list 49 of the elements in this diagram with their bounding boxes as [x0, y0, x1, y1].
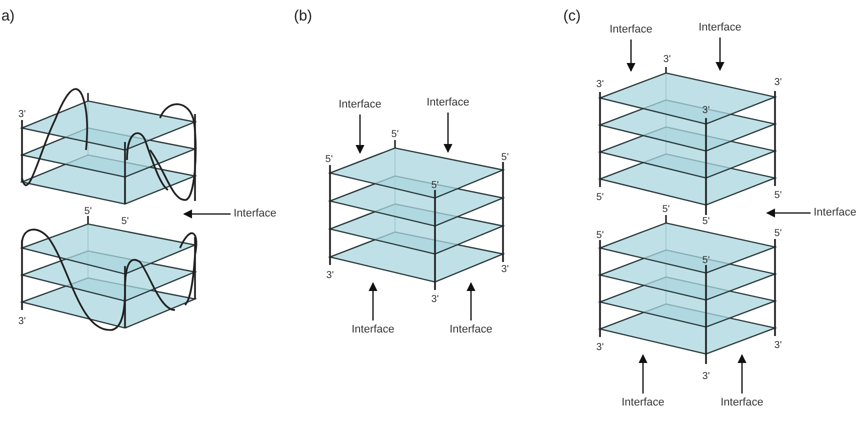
arrow: [716, 38, 724, 71]
strand-end-label: 5': [596, 231, 604, 241]
interface-label: Interface: [698, 22, 742, 34]
strand-end-label: 3': [596, 343, 604, 353]
strand-end-label: 3': [596, 80, 604, 90]
arrow: [368, 282, 378, 320]
arrow: [183, 210, 231, 218]
arrow: [356, 114, 364, 154]
interface-label: Interface: [338, 98, 382, 112]
interface-label: Interface: [450, 324, 492, 336]
strand-end-label: 3': [774, 341, 782, 351]
strand-end-label: 3': [702, 106, 710, 116]
arrow: [738, 354, 746, 394]
strand-end-label: 5': [702, 256, 710, 266]
strand-end-label: 5': [431, 181, 439, 191]
strand-end-label: 5': [662, 205, 670, 215]
strand-end-label: 5': [84, 207, 92, 217]
strand-end-label: 3': [501, 265, 509, 275]
strand-end-label: 5': [774, 191, 782, 201]
interface-label: Interface: [814, 206, 856, 220]
strand-end-label: 3': [663, 55, 671, 65]
strand-end-label: 5': [325, 155, 333, 165]
strand-end-label: 3': [431, 295, 439, 305]
arrow: [444, 112, 452, 153]
interface-label: Interface: [234, 208, 276, 220]
strand-end-label: 3': [18, 110, 26, 120]
panel-label: a): [1, 8, 15, 24]
arrow: [766, 208, 811, 218]
interface-label: Interface: [622, 396, 664, 410]
arrow: [466, 282, 476, 320]
strand-end-label: 5': [501, 153, 509, 163]
strand-end-label: 5': [121, 217, 129, 227]
strand-end-label: 5': [391, 130, 399, 140]
panel-label: (b): [294, 8, 312, 24]
strand-end-label: 3': [702, 372, 710, 382]
arrow: [626, 40, 636, 72]
arrow: [638, 354, 648, 394]
strand-end-label: 3': [326, 271, 334, 281]
strand-end-label: 3': [774, 78, 782, 88]
stacked-planes-drawing: [20, 88, 198, 331]
strand-end-label: 5': [702, 217, 710, 227]
strand-end-label: 5': [774, 229, 782, 239]
panel-label: (c): [563, 8, 581, 24]
interface-label: Interface: [352, 324, 394, 336]
strand-end-label: 3': [18, 317, 26, 327]
interface-label: Interface: [720, 396, 764, 410]
interface-label: Interface: [610, 24, 652, 36]
interface-label: Interface: [426, 96, 470, 110]
strand-end-label: 5': [596, 193, 604, 203]
